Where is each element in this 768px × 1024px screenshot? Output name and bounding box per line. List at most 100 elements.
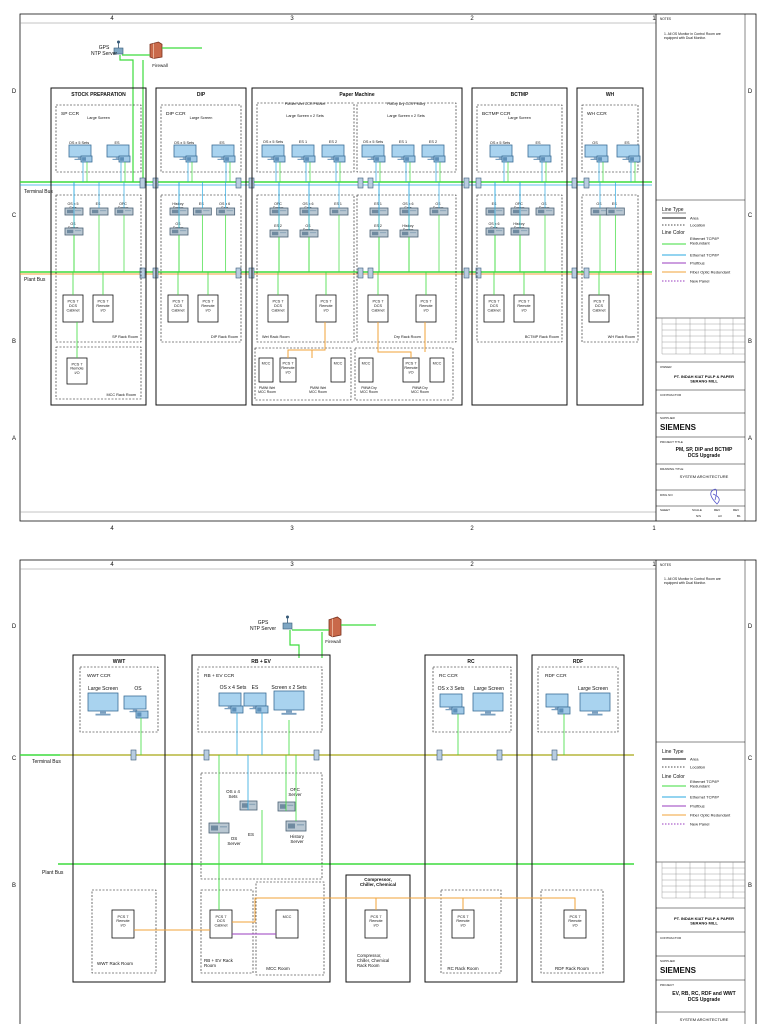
monitor-icon (173, 144, 197, 160)
workstation-label: OS x 5 Sets (174, 141, 194, 145)
monitor-screen (545, 693, 569, 708)
server-slot (280, 804, 286, 809)
legend-new-panel: New Panel (690, 822, 709, 827)
monitor-neck (286, 710, 292, 713)
monitor-screen (361, 144, 385, 158)
terminal-bus-switch (357, 177, 364, 189)
row-letter: B (12, 339, 16, 345)
drawing-title: SYSTEM ARCHITECTURE (680, 474, 729, 479)
server-led (279, 210, 287, 212)
monitor-icon (421, 144, 445, 160)
monitor-base (587, 713, 603, 716)
cabinet-label: MCC (433, 362, 442, 366)
plant-bus-switch (463, 267, 470, 279)
server-slot (218, 209, 225, 214)
contractor-label: CONTRACTOR (660, 393, 682, 397)
rack-room-label: Dry Rack Room (394, 335, 421, 339)
monitor-screen (173, 144, 197, 158)
firewall-shape (149, 41, 163, 59)
terminal-bus-switch (313, 749, 320, 761)
legend-eth: Ethernet TCP/IP (690, 253, 719, 258)
row-letter: C (12, 756, 17, 762)
server-slot (195, 209, 202, 214)
rack-room-label: SP Rack Room (112, 335, 138, 339)
workstation-icon (255, 705, 269, 714)
large-screen-icon (273, 690, 305, 715)
server-icon (299, 229, 319, 238)
plant-bus-switch (475, 267, 482, 279)
pc-drive (375, 157, 379, 161)
legend-profibus: Profibus (690, 261, 705, 266)
gps-tip (286, 615, 289, 619)
server-slot (402, 231, 409, 236)
server-label: ES (199, 202, 204, 206)
monitor-screen (421, 144, 445, 158)
col-number: 1 (652, 16, 656, 22)
monitor-icon (291, 144, 315, 160)
ccr-label: RC CCR (439, 673, 458, 679)
monitor-screen (273, 690, 305, 711)
cabinet-label: MCC (362, 362, 371, 366)
pc-body (80, 155, 93, 163)
server-slot (608, 209, 615, 214)
server-icon (216, 207, 236, 216)
plant-bus-switch (571, 267, 578, 279)
supplier-label: SUPPLIER (660, 416, 676, 420)
monitor-base (367, 158, 379, 160)
pc-body (223, 155, 236, 163)
area-title: RB + EV (251, 659, 271, 665)
server-slot (242, 803, 248, 808)
server-label: ES (96, 202, 101, 206)
monitor-base (224, 707, 236, 710)
monitor-base (327, 158, 339, 160)
server-led (495, 230, 503, 232)
server-led (99, 210, 107, 212)
server-led (600, 210, 608, 212)
server-slot (402, 209, 409, 214)
monitor-screen (261, 144, 285, 158)
pc-drive (405, 157, 409, 161)
ccr-box (537, 666, 619, 733)
rack-room-box (200, 889, 254, 974)
server-icon (369, 229, 389, 238)
row-letter: D (12, 624, 17, 630)
server-icon (429, 207, 449, 216)
server-led (545, 210, 553, 212)
ccr-box (256, 102, 355, 173)
monitor-neck (430, 157, 436, 159)
fiber-link (311, 349, 325, 358)
mcc-box (358, 357, 374, 383)
drawing-title: SYSTEM ARCHITECTURE (680, 1017, 729, 1022)
server-led (124, 210, 132, 212)
col-number: 4 (110, 526, 114, 532)
server-icon (399, 229, 419, 238)
server-slot (288, 823, 295, 829)
workstation-icon (185, 155, 198, 163)
terminal-bus-label: Terminal Bus (24, 189, 53, 195)
sheet-meta-value: B1 (737, 514, 741, 518)
large-screen-icon (472, 692, 504, 716)
server-slot (302, 209, 309, 214)
workstation-icon (230, 705, 244, 714)
pc-drive (453, 708, 458, 713)
monitor-base (249, 707, 261, 710)
server-icon (208, 822, 230, 834)
ccr-box (160, 104, 242, 173)
monitor-neck (220, 157, 226, 159)
monitor-neck (300, 157, 306, 159)
server-icon (485, 227, 505, 236)
legend-line-type: Line Type (662, 207, 684, 213)
rack-room-box (55, 194, 142, 343)
server-slot (432, 209, 439, 214)
monitor-icon (439, 693, 463, 711)
rack-room-box (256, 194, 355, 343)
area-title: RC (467, 659, 475, 665)
